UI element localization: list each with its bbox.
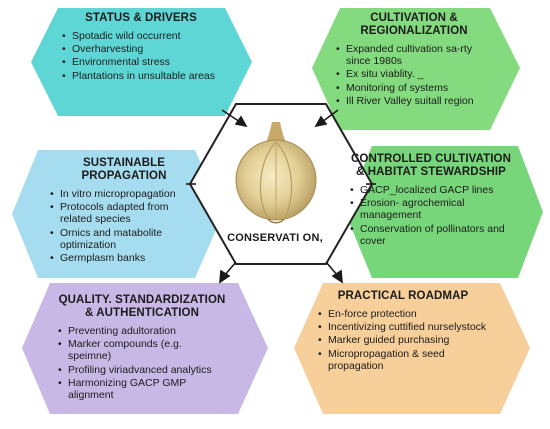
list-item: Marker guided purchasing	[318, 334, 488, 346]
list-item: Erosion- agrochemical management	[350, 197, 512, 221]
center-label: CONSERVATI ON,	[227, 232, 323, 244]
panel-status-drivers: STATUS & DRIVERS Spotadic wild occurrent…	[62, 12, 220, 83]
list-item: Profiling viriadvanced analytics	[58, 364, 226, 376]
list-item: Expanded cultivation sa-rty since 1980s	[336, 43, 492, 67]
list-item: Spotadic wild occurrent	[62, 30, 220, 42]
list-item: En-force protection	[318, 308, 488, 320]
arrowhead-quality	[219, 269, 231, 284]
panel-controlled-cultivation: CONTROLLED CULTIVATION & HABITAT STEWARD…	[350, 153, 512, 248]
arrow-status	[221, 109, 241, 123]
list-item: Marker compounds (e.g. speimne)	[58, 338, 226, 362]
panel-title: STATUS & DRIVERS	[85, 12, 197, 24]
list-item: Germplasm banks	[50, 252, 198, 264]
panel-title: CULTIVATION & REGIONALIZATION	[360, 12, 468, 37]
list-item: Conservation of pollinators and cover	[350, 223, 512, 247]
panel-list: Spotadic wild occurrent Overharvesting E…	[62, 30, 220, 82]
onion-illustration	[235, 122, 317, 224]
panel-quality-standardization: QUALITY. STANDARDIZATION & AUTHENTICATIO…	[58, 294, 226, 402]
panel-list: En-force protection Incentivizing cuttif…	[318, 308, 488, 372]
list-item: Protocols adapted from related species	[50, 201, 198, 225]
list-item: Overharvesting	[62, 43, 220, 55]
arrowhead-status	[234, 115, 248, 128]
list-item: Plantations in unsultable areas	[62, 70, 220, 82]
list-item: In vitro micropropagation	[50, 188, 198, 200]
list-item: Ornics and matabolite optimization	[50, 227, 198, 251]
list-item: Harmonizing GACP GMP alignment	[58, 377, 226, 401]
panel-sustainable-propagation: SUSTAINABLE PROPAGATION In vitro micropr…	[50, 157, 198, 265]
panel-title: QUALITY. STANDARDIZATION & AUTHENTICATIO…	[58, 294, 226, 319]
panel-list: Expanded cultivation sa-rty since 1980s …	[336, 43, 492, 107]
panel-cultivation-regionalization: CULTIVATION & REGIONALIZATION Expanded c…	[336, 12, 492, 108]
arrow-cultivation	[321, 109, 339, 123]
list-item: Micropropagation & seed propagation	[318, 348, 488, 372]
list-item: GACP_localized GACP lines	[350, 184, 512, 196]
list-item: Preventing adultoration	[58, 325, 226, 337]
panel-title: PRACTICAL ROADMAP	[337, 290, 469, 302]
arrowhead-cultivation	[314, 115, 328, 128]
list-item: Environmental stress	[62, 56, 220, 68]
panel-list: GACP_localized GACP lines Erosion- agroc…	[350, 184, 512, 247]
list-item: Ill River Valley suitall region	[336, 95, 492, 107]
list-item: Ex situ viablity. _	[336, 68, 492, 80]
list-item: Incentivizing cuttified nurselystock	[318, 321, 488, 333]
arrowhead-roadmap	[331, 269, 343, 284]
panel-list: In vitro micropropagation Protocols adap…	[50, 188, 198, 264]
panel-list: Preventing adultoration Marker compounds…	[58, 325, 226, 401]
panel-practical-roadmap: PRACTICAL ROADMAP En-force protection In…	[318, 290, 488, 373]
panel-title: SUSTAINABLE PROPAGATION	[81, 157, 167, 182]
panel-title: CONTROLLED CULTIVATION & HABITAT STEWARD…	[351, 153, 511, 178]
list-item: Monitoring of systems	[336, 82, 492, 94]
